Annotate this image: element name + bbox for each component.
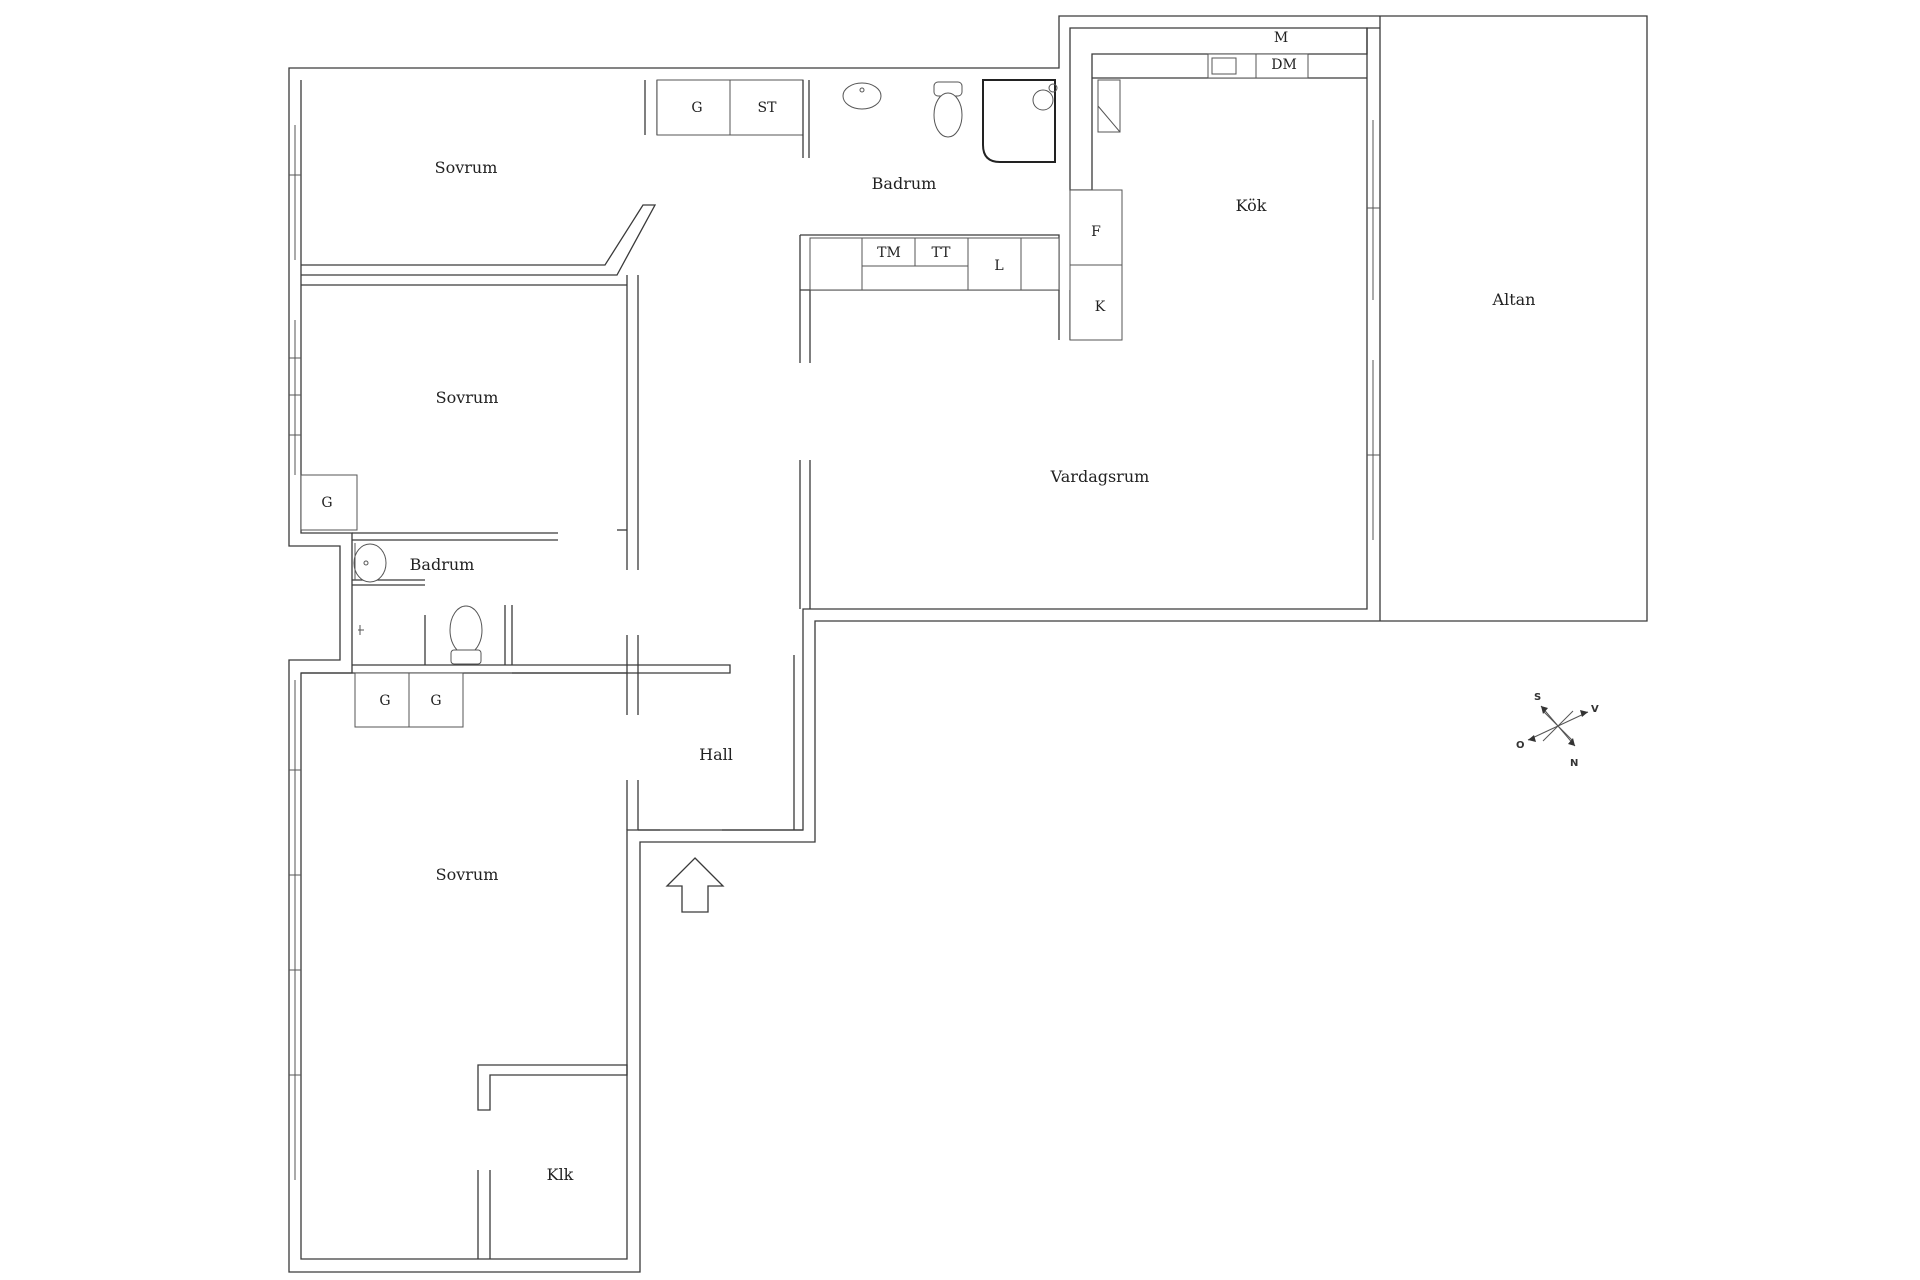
label-g-left: G	[379, 693, 390, 709]
outer-walls	[288, 15, 1648, 1273]
label-m: M	[1274, 30, 1288, 46]
label-g-mid: G	[321, 495, 332, 511]
label-tm: TM	[877, 245, 901, 261]
label-hall: Hall	[699, 745, 733, 764]
label-st: ST	[758, 100, 778, 116]
label-f: F	[1091, 224, 1101, 240]
label-kok: Kök	[1236, 196, 1267, 215]
entrance-arrow-icon	[665, 857, 725, 913]
label-tt: TT	[932, 245, 952, 261]
label-g-right: G	[430, 693, 441, 709]
compass-n: N	[1570, 758, 1578, 769]
label-dm: DM	[1271, 57, 1297, 73]
label-sovrum-bottom: Sovrum	[436, 865, 499, 884]
label-altan: Altan	[1492, 290, 1536, 309]
label-badrum-top: Badrum	[872, 174, 937, 193]
windows	[289, 120, 1380, 1180]
bathroom-fixtures	[809, 79, 1060, 291]
compass-v: V	[1591, 704, 1599, 715]
compass-o: O	[1516, 740, 1525, 751]
label-sovrum-top: Sovrum	[435, 158, 498, 177]
closets-bottom	[354, 672, 464, 728]
label-g-top: G	[691, 100, 702, 116]
label-vardagsrum: Vardagsrum	[1050, 467, 1150, 486]
label-klk: Klk	[547, 1165, 574, 1184]
label-l: L	[994, 258, 1003, 274]
label-badrum-small: Badrum	[410, 555, 475, 574]
fixture-labels: G ST TM TT L M DM F K G G G	[321, 30, 1296, 709]
label-k: K	[1095, 299, 1106, 315]
label-sovrum-mid: Sovrum	[436, 388, 499, 407]
compass-s: S	[1534, 692, 1541, 703]
compass-icon: S V O N	[1516, 692, 1599, 769]
room-labels: Sovrum Sovrum Sovrum Badrum Badrum Kök V…	[410, 158, 1536, 1184]
kitchen-fixtures	[1069, 53, 1309, 341]
small-bathroom-fixtures	[300, 474, 483, 665]
